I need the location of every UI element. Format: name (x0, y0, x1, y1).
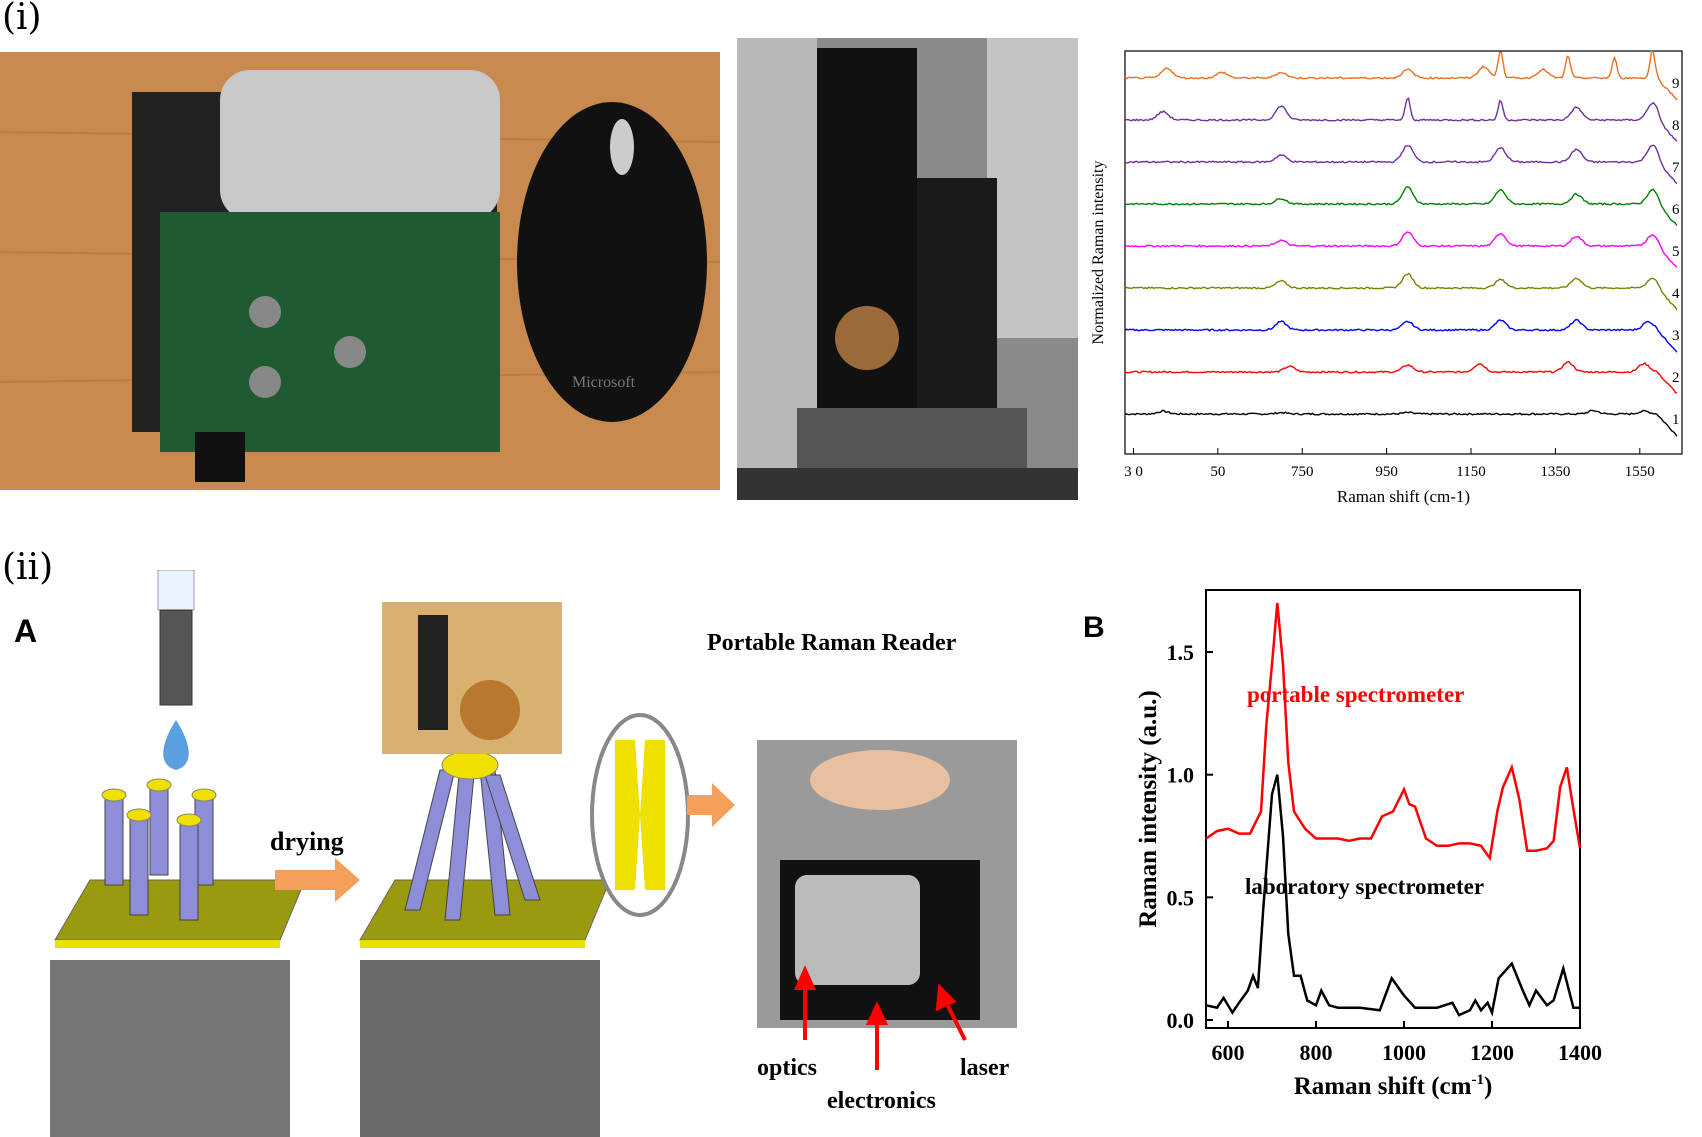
y-axis-label: Raman intensity (a.u.) (1135, 690, 1162, 928)
photo-pcb-and-mouse: Microsoft (0, 52, 720, 490)
series-label: laboratory spectrometer (1245, 874, 1484, 899)
callout-laser: laser (960, 1055, 1010, 1081)
y-tick-label: 1.5 (1167, 640, 1195, 665)
sers-fabrication-schematic: drying Portable Raman Reader optics elec… (50, 570, 1017, 1137)
x-tick-label: 1350 (1540, 464, 1570, 480)
circuit-board (160, 212, 500, 452)
spectrum-laboratory (1205, 774, 1580, 1017)
panel-i-label: (i) (2, 0, 42, 38)
y-tick-label: 1.0 (1167, 763, 1195, 788)
plot-frame (1205, 589, 1581, 1029)
spectrum-portable (1205, 602, 1582, 862)
sem-image-after (360, 960, 600, 1137)
ribbon-cable (220, 70, 500, 220)
x-tick-label: 800 (1300, 1040, 1333, 1065)
drying-label: drying (270, 827, 344, 856)
x-tick-label: 1550 (1625, 464, 1655, 480)
spectrum-3 (1124, 318, 1678, 353)
mouse-logo: Microsoft (572, 374, 636, 391)
series-label: 3 (1672, 328, 1680, 344)
series-label: 2 (1672, 370, 1680, 386)
x-tick-label: 3 0 (1124, 464, 1143, 480)
panel-b-label: B (1083, 611, 1105, 644)
arrow-icon (275, 858, 360, 902)
spectrum-2 (1124, 360, 1678, 394)
y-tick-label: 0.0 (1167, 1008, 1195, 1033)
callout-optics: optics (757, 1055, 817, 1081)
spectrum-9 (1124, 50, 1678, 101)
x-tick-label: 50 (1210, 464, 1225, 480)
series-label: 4 (1672, 286, 1680, 302)
series-label: 7 (1672, 160, 1680, 176)
y-tick-label: 0.5 (1167, 885, 1195, 910)
callout-electronics: electronics (827, 1088, 936, 1114)
x-tick-label: 1400 (1558, 1040, 1602, 1065)
series-label: 8 (1672, 118, 1680, 134)
spectrum-8 (1125, 97, 1678, 142)
series-label: 5 (1672, 244, 1680, 260)
x-tick-label: 1000 (1382, 1040, 1426, 1065)
photo-spectrometer-device (737, 38, 1078, 500)
series-label: portable spectrometer (1247, 682, 1464, 707)
x-tick-label: 1200 (1470, 1040, 1514, 1065)
panel-a-label: A (14, 613, 38, 649)
spectrum-1 (1124, 409, 1678, 437)
pipette-icon (157, 570, 195, 770)
x-tick-label: 950 (1375, 464, 1398, 480)
arrow-icon (687, 783, 735, 827)
spectrum-5 (1124, 231, 1678, 268)
plot-frame (1124, 50, 1683, 455)
x-axis-label: Raman shift (cm-1) (1337, 487, 1470, 506)
spectrum-6 (1124, 185, 1678, 226)
series-label: 9 (1672, 76, 1680, 92)
spectrum-7 (1124, 144, 1678, 185)
x-tick-label: 750 (1291, 464, 1314, 480)
x-axis-label: Raman shift (cm-1) (1294, 1072, 1493, 1100)
sem-image-before (50, 960, 290, 1137)
panel-ii-label: (ii) (2, 547, 54, 588)
series-label: 1 (1672, 412, 1680, 428)
spectrum-4 (1124, 272, 1678, 311)
y-axis-label: Normalized Raman intensity (1090, 161, 1107, 345)
series-label: 6 (1672, 202, 1680, 218)
mouse (517, 102, 707, 422)
x-tick-label: 1150 (1456, 464, 1485, 480)
reader-title: Portable Raman Reader (707, 630, 957, 656)
x-tick-label: 600 (1212, 1040, 1245, 1065)
